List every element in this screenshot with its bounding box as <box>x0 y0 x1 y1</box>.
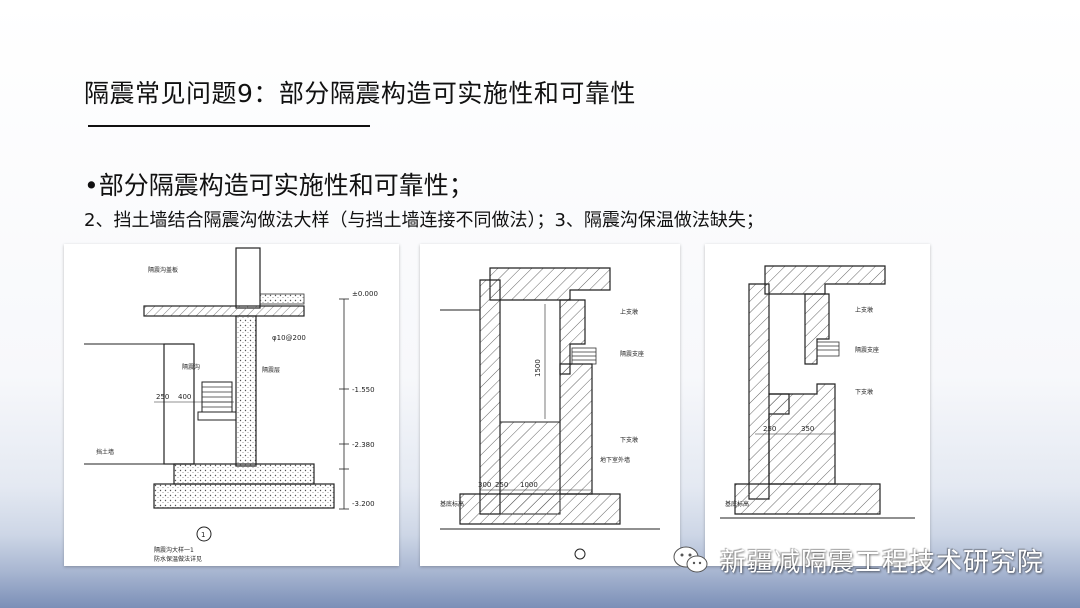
detail-drawing-1: ±0.000 -1.550 -2.380 -3.200 250 400 φ10@… <box>64 244 399 566</box>
svg-text:400: 400 <box>178 393 191 401</box>
svg-text:300: 300 <box>478 481 491 489</box>
detail-drawing-1-svg: ±0.000 -1.550 -2.380 -3.200 250 400 φ10@… <box>84 247 378 563</box>
svg-text:隔震沟大样一1: 隔震沟大样一1 <box>154 546 194 554</box>
svg-text:250: 250 <box>495 481 508 489</box>
svg-text:下支墩: 下支墩 <box>620 436 638 444</box>
svg-text:±0.000: ±0.000 <box>352 290 378 298</box>
watermark: 新疆减隔震工程技术研究院 <box>672 540 1044 580</box>
slide-title: 隔震常见问题9：部分隔震构造可实施性和可靠性 <box>84 79 636 108</box>
bullet-heading: •部分隔震构造可实施性和可靠性； <box>84 171 474 200</box>
svg-text:下支墩: 下支墩 <box>855 388 873 396</box>
title-underline <box>88 125 370 127</box>
svg-text:-2.380: -2.380 <box>352 441 375 449</box>
svg-text:-1.550: -1.550 <box>352 386 375 394</box>
svg-text:350: 350 <box>801 425 814 433</box>
svg-text:隔震沟盖板: 隔震沟盖板 <box>148 266 178 274</box>
svg-text:上支墩: 上支墩 <box>855 306 873 314</box>
svg-text:φ10@200: φ10@200 <box>272 334 306 342</box>
watermark-text: 新疆减隔震工程技术研究院 <box>720 547 1045 578</box>
svg-text:1500: 1500 <box>534 359 542 377</box>
svg-text:防水保温做法详见: 防水保温做法详见 <box>154 555 202 563</box>
svg-text:隔震沟: 隔震沟 <box>182 363 200 371</box>
svg-text:1000: 1000 <box>520 481 538 489</box>
svg-text:基底标高: 基底标高 <box>725 500 749 508</box>
detail-drawing-2: 1500 300 1000 250 上支墩 隔震支座 下支墩 地下室外墙 基底标… <box>420 244 680 566</box>
svg-text:上支墩: 上支墩 <box>620 308 638 316</box>
svg-text:基底标高: 基底标高 <box>440 500 464 508</box>
svg-text:地下室外墙: 地下室外墙 <box>600 456 630 464</box>
detail-drawing-3-svg: 250 350 上支墩 隔震支座 下支墩 基底标高 <box>720 265 915 519</box>
svg-text:250: 250 <box>156 393 169 401</box>
svg-text:-3.200: -3.200 <box>352 500 375 508</box>
svg-text:1: 1 <box>201 531 205 539</box>
svg-text:250: 250 <box>763 425 776 433</box>
detail-drawing-3: 250 350 上支墩 隔震支座 下支墩 基底标高 <box>705 244 930 566</box>
detail-drawing-2-svg: 1500 300 1000 250 上支墩 隔震支座 下支墩 地下室外墙 基底标… <box>440 267 660 560</box>
wechat-icon <box>672 545 710 575</box>
svg-text:隔震支座: 隔震支座 <box>620 350 644 358</box>
svg-text:隔震层: 隔震层 <box>262 366 280 374</box>
svg-text:隔震支座: 隔震支座 <box>855 346 879 354</box>
svg-text:挡土墙: 挡土墙 <box>96 448 114 456</box>
subheading: 2、挡土墙结合隔震沟做法大样（与挡土墙连接不同做法）；3、隔震沟保温做法缺失； <box>84 210 764 231</box>
